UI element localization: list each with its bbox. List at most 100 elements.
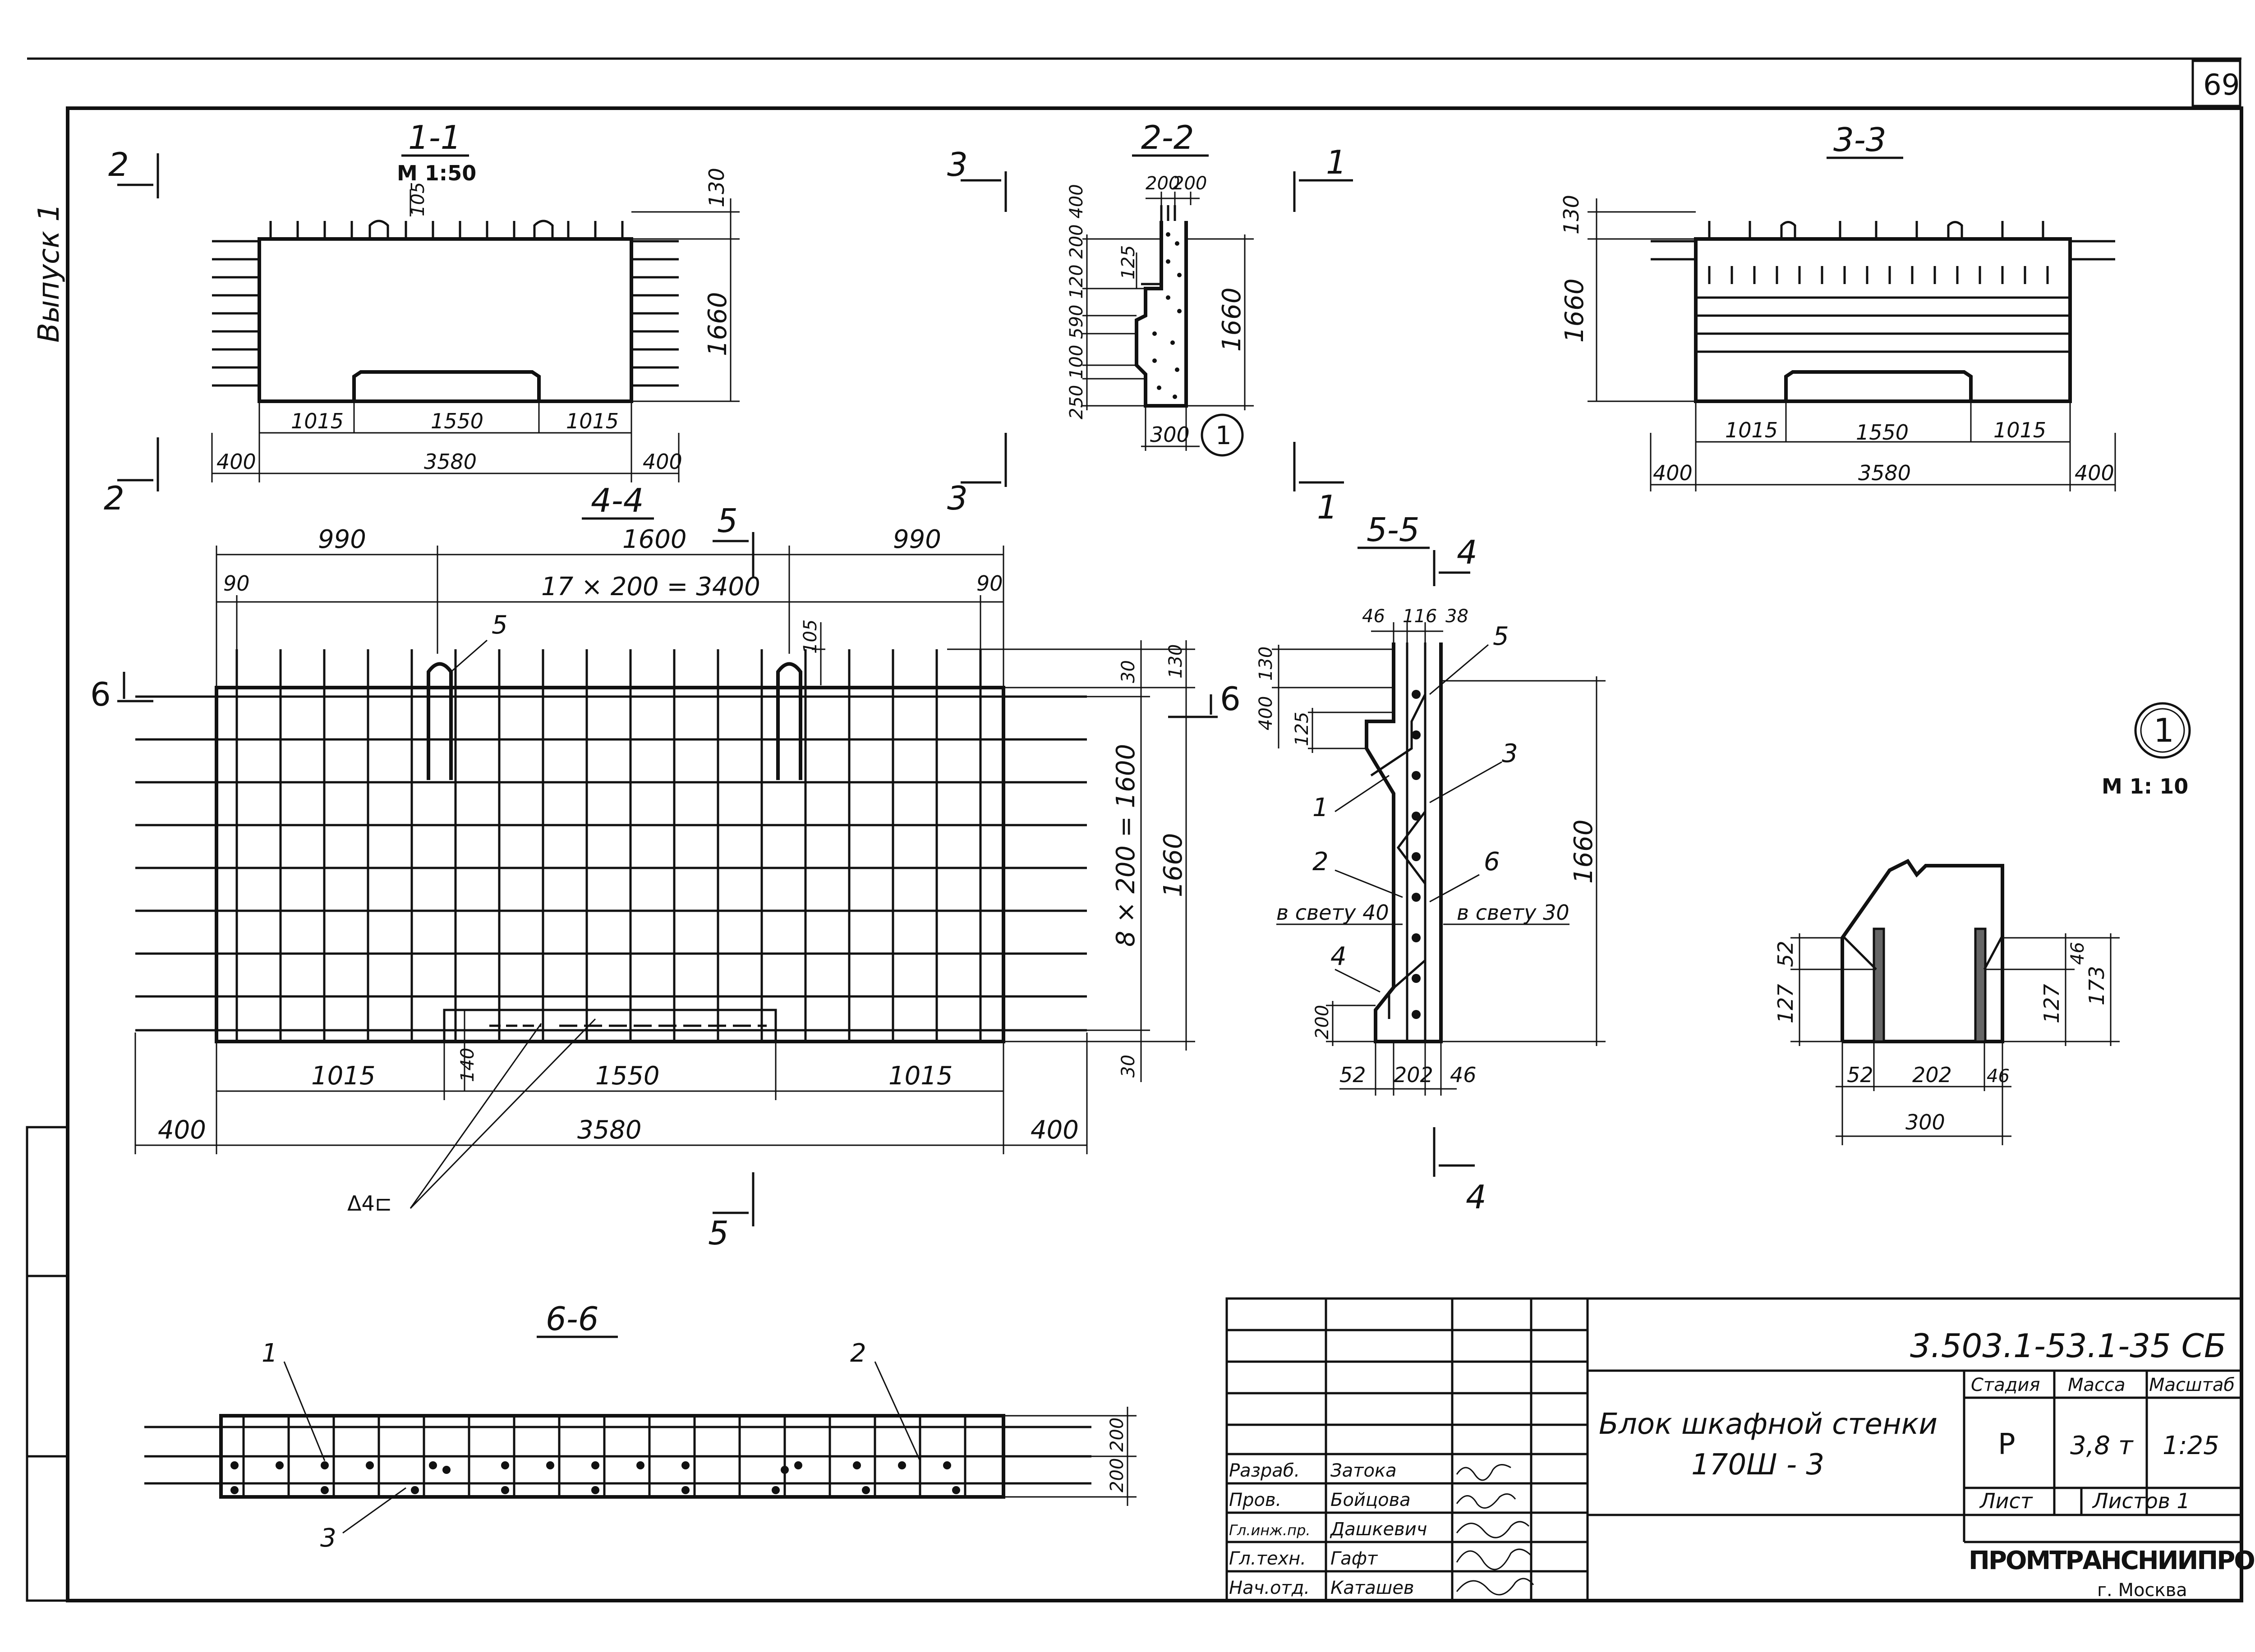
dim-5-5-38: 38 [1445, 606, 1468, 627]
dim-4-4-right: 1015 [888, 1061, 953, 1091]
name-1: Бойцова [1330, 1490, 1411, 1510]
pos-5-5-5: 5 [1493, 622, 1509, 651]
dim-1-1-left: 1015 [291, 409, 344, 433]
name-0: Затока [1330, 1460, 1397, 1481]
dim-5-5-200: 200 [1312, 1005, 1333, 1039]
dim-1-1-mid: 1550 [431, 409, 483, 433]
dim-5-5-202: 202 [1394, 1063, 1433, 1087]
role-3: Гл.техн. [1229, 1548, 1306, 1569]
block-title-1: Блок шкафной стенки [1599, 1408, 1937, 1441]
dim-5-5-125: 125 [1292, 712, 1312, 746]
role-0: Разраб. [1229, 1460, 1300, 1481]
sheet-label: Лист [1979, 1489, 2033, 1513]
dim-3-3-out-r: 400 [2075, 461, 2114, 485]
title-block: 3.503.1-53.1-35 СБ Блок шкафной стенки 1… [1225, 1297, 2255, 1602]
dim-4-4-out-r: 400 [1031, 1115, 1079, 1145]
dim-3-3-right: 1015 [1993, 418, 2046, 442]
section-6-6: 6-6 200 200 1 [144, 1300, 1137, 1553]
dim-4-4-hook: 105 [800, 620, 821, 654]
section-6-6-title: 6-6 [546, 1300, 599, 1338]
cut-2-bottom: 2 [104, 479, 124, 517]
section-4-4-title: 4-4 [591, 482, 644, 519]
section-3-3-title: 3-3 [1833, 121, 1887, 159]
section-2-2-title: 2-2 [1141, 119, 1194, 156]
role-4: Нач.отд. [1229, 1578, 1310, 1598]
ref-detail-1: 1 [1215, 421, 1232, 450]
dim-4-4-140: 140 [457, 1048, 478, 1082]
section-1-1: 1-1 М 1:50 130 1660 [104, 119, 740, 517]
page-number: 69 [2203, 69, 2240, 102]
org-city: г. Москва [2097, 1580, 2187, 1601]
dim-4-4-height: 1660 [1159, 833, 1188, 897]
side-label: Выпуск 1 [32, 203, 66, 343]
name-2: Дашкевич [1330, 1519, 1427, 1540]
dim-5-5-130: 130 [1256, 647, 1276, 681]
dim-2-2-top: 200 [1146, 173, 1180, 194]
section-5-5-title: 5-5 [1367, 511, 1420, 549]
dim-d1-b52: 52 [1847, 1063, 1873, 1087]
pos-6-6-3: 3 [320, 1524, 336, 1553]
dim-d1-total: 300 [1905, 1110, 1945, 1134]
dim-4-4-1600: 1600 [622, 525, 687, 554]
mass-label: Масса [2068, 1375, 2126, 1395]
dim-4-4-vpitch: 8 × 200 = 1600 [1111, 744, 1141, 947]
dim-5-5-46b: 46 [1450, 1063, 1477, 1087]
pos-6-6-2: 2 [850, 1339, 866, 1368]
dim-3-3-height: 1660 [1560, 278, 1589, 343]
dim-1-1-out-r: 400 [643, 450, 682, 474]
block-title-2: 170Ш - 3 [1691, 1448, 1824, 1482]
pos-5-5-4: 4 [1330, 942, 1347, 971]
dim-4-4-990r: 990 [893, 525, 941, 554]
pos-5-5-1: 1 [1312, 793, 1329, 822]
scale-label: Масштаб [2149, 1375, 2235, 1395]
section-2-2: 2-2 200 200 125 250 100 590 120 200 400 … [947, 119, 1353, 526]
cut-3-top: 3 [947, 146, 968, 184]
dim-4-4-30t: 30 [1118, 660, 1139, 683]
dim-3-3-total: 3580 [1858, 461, 1911, 485]
section-3-3: 3-3 130 [1559, 121, 2116, 491]
dim-6-6-200b: 200 [1107, 1458, 1128, 1492]
section-1-1-title: 1-1 [408, 119, 461, 156]
dim-4-4-130: 130 [1165, 644, 1186, 679]
pos-5-5-3: 3 [1502, 739, 1518, 768]
dim-d1-127r: 127 [2039, 984, 2064, 1023]
dim-4-4-90r: 90 [976, 571, 1003, 596]
dim-4-4-mid: 1550 [595, 1061, 660, 1091]
signatures [1456, 1464, 1534, 1596]
detail-1-scale: М 1: 10 [2102, 774, 2188, 798]
dim-1-1-height: 1660 [703, 292, 732, 356]
cut-5-top: 5 [717, 502, 738, 540]
dim-3-3-left: 1015 [1725, 418, 1778, 442]
dim-4-4-total: 3580 [577, 1115, 642, 1145]
cut-2-top: 2 [108, 146, 129, 184]
cut-4-bottom: 4 [1466, 1178, 1486, 1216]
dim-5-5-400: 400 [1256, 696, 1276, 730]
mass-value: 3,8 т [2070, 1431, 2134, 1460]
dim-1-1-out-l: 400 [216, 450, 256, 474]
dim-1-1-top: 130 [704, 168, 729, 207]
clear-right: в свету 30 [1457, 900, 1569, 925]
pos-6-6-1: 1 [262, 1339, 278, 1368]
clear-left: в свету 40 [1276, 900, 1389, 925]
dim-4-4-pitch: 17 × 200 = 3400 [541, 572, 760, 601]
pos-5-label: 5 [492, 610, 508, 640]
section-1-1-scale: М 1:50 [397, 161, 476, 185]
dim-2-2-top2: 200 [1173, 173, 1207, 194]
name-4: Каташев [1330, 1578, 1414, 1598]
dim-2-2-bottom: 300 [1150, 422, 1190, 447]
dim-d1-b202: 202 [1912, 1063, 1952, 1087]
dim-3-3-mid: 1550 [1856, 420, 1909, 445]
weld-symbol: Δ4⊏ [347, 1191, 392, 1216]
detail-1: 1 М 1: 10 52 127 46 127 173 52 202 46 30… [1773, 702, 2191, 1145]
sheets-label: Листов 1 [2092, 1489, 2190, 1513]
cut-4-top: 4 [1457, 533, 1477, 571]
cut-1-top: 1 [1326, 143, 1347, 181]
sheet-code: 3.503.1-53.1-35 СБ [1910, 1327, 2226, 1365]
dim-d1-52: 52 [1773, 941, 1798, 967]
stage-label: Стадия [1971, 1375, 2040, 1395]
role-2: Гл.инж.пр. [1229, 1522, 1311, 1539]
dim-d1-b46: 46 [1987, 1066, 2010, 1087]
pos-5-5-6: 6 [1484, 847, 1500, 876]
role-1: Пров. [1229, 1490, 1281, 1510]
